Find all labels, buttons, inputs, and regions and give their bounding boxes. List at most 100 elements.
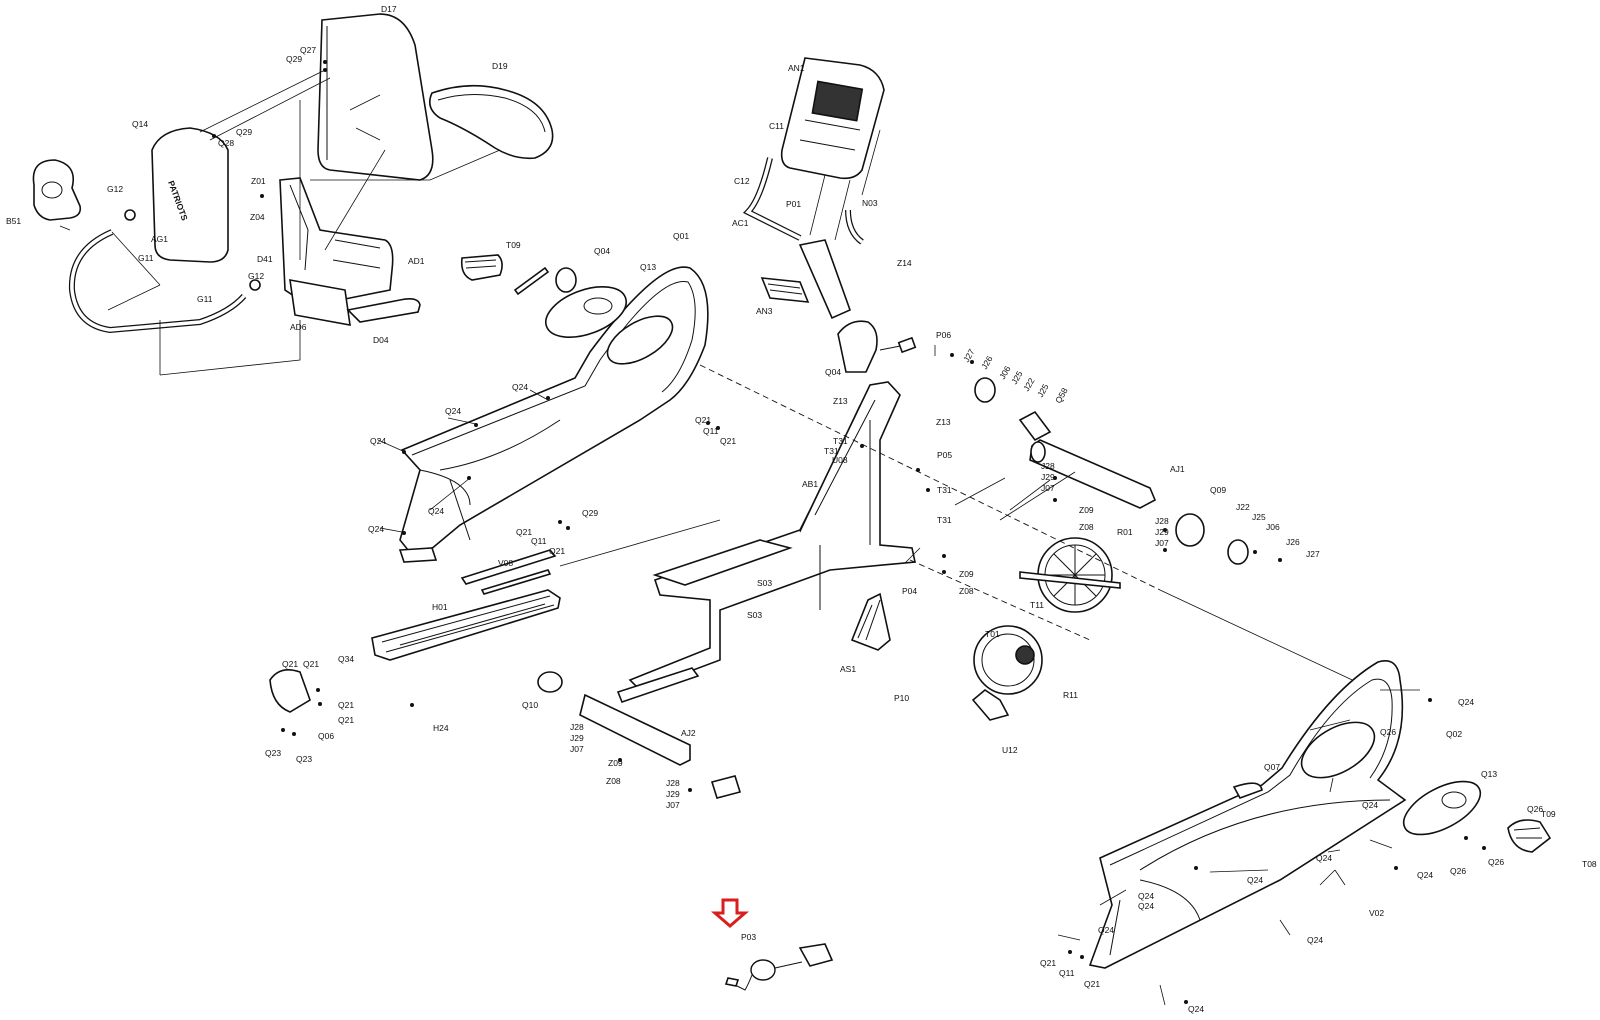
label-q04: Q04 xyxy=(825,367,841,377)
label-q24: Q24 xyxy=(1362,800,1378,810)
handle-grip-b51 xyxy=(32,159,82,221)
label-p01: P01 xyxy=(786,199,801,209)
label-q21: Q21 xyxy=(695,415,711,425)
label-aj1: AJ1 xyxy=(1170,464,1185,474)
label-d04: D04 xyxy=(373,335,389,345)
label-v02: V02 xyxy=(1369,908,1384,918)
label-ab1: AB1 xyxy=(802,479,818,489)
label-j06: J06 xyxy=(1266,522,1280,532)
label-z09: Z09 xyxy=(608,758,623,768)
label-q26: Q26 xyxy=(1527,804,1543,814)
label-q24: Q24 xyxy=(1138,901,1154,911)
part-labels: D17 D19 Q27 Q29 Q29 Q28 Q14 G12 G12 B51 … xyxy=(6,4,1597,1014)
label-g11: G11 xyxy=(138,253,154,263)
label-g12: G12 xyxy=(248,271,264,281)
label-aj2: AJ2 xyxy=(681,728,696,738)
label-q24: Q24 xyxy=(1417,870,1433,880)
label-z01: Z01 xyxy=(251,176,266,186)
label-s03: S03 xyxy=(757,578,772,588)
label-an1: AN1 xyxy=(788,63,805,73)
label-j28: J28 xyxy=(666,778,680,788)
label-q23: Q23 xyxy=(265,748,281,758)
label-q58: Q58 xyxy=(1053,386,1070,405)
label-n03: N03 xyxy=(862,198,878,208)
adapter-p03 xyxy=(710,898,834,991)
label-g12: G12 xyxy=(107,184,123,194)
label-q24: Q24 xyxy=(1138,891,1154,901)
label-h01: H01 xyxy=(432,602,448,612)
console-assembly xyxy=(742,57,885,320)
label-j29: J29 xyxy=(1041,472,1055,482)
label-z04: Z04 xyxy=(250,212,265,222)
label-as1: AS1 xyxy=(840,664,856,674)
label-g11: G11 xyxy=(197,294,213,304)
label-s03: S03 xyxy=(747,610,762,620)
label-z13: Z13 xyxy=(936,417,951,427)
label-j27: J27 xyxy=(1306,549,1320,559)
label-q24: Q24 xyxy=(512,382,528,392)
label-q11: Q11 xyxy=(703,426,719,436)
label-d19: D19 xyxy=(492,61,508,71)
label-z09: Z09 xyxy=(959,569,974,579)
rail-strip-v08 xyxy=(460,549,557,585)
label-q24: Q24 xyxy=(445,406,461,416)
label-ag1: AG1 xyxy=(151,234,168,244)
label-q24: Q24 xyxy=(1458,697,1474,707)
label-q26: Q26 xyxy=(1450,866,1466,876)
label-q24: Q24 xyxy=(1307,935,1323,945)
label-q24: Q24 xyxy=(1098,925,1114,935)
drive-pulley-t01 xyxy=(973,625,1043,695)
label-q13: Q13 xyxy=(640,262,656,272)
label-j28: J28 xyxy=(1155,516,1169,526)
label-j25: J25 xyxy=(1252,512,1266,522)
label-p06: P06 xyxy=(936,330,951,340)
label-q11: Q11 xyxy=(1059,968,1075,978)
label-t11: T11 xyxy=(1030,600,1044,610)
label-c12: C12 xyxy=(734,176,750,186)
seat-assembly: PATRIOTS xyxy=(32,13,554,376)
label-q21: Q21 xyxy=(1040,958,1056,968)
label-u12: U12 xyxy=(1002,745,1018,755)
label-q29: Q29 xyxy=(286,54,302,64)
label-j28: J28 xyxy=(570,722,584,732)
label-b51: B51 xyxy=(6,216,21,226)
label-t01: T01 xyxy=(985,629,1000,639)
bracket-q06 xyxy=(269,669,311,713)
label-q14: Q14 xyxy=(132,119,148,129)
label-j27: J27 xyxy=(961,347,977,364)
label-p05: P05 xyxy=(937,450,952,460)
label-t31: T31 xyxy=(937,515,952,525)
label-j26: J26 xyxy=(1286,537,1300,547)
highlight-arrow xyxy=(710,898,750,928)
label-t31: T31 xyxy=(937,485,952,495)
label-q29: Q29 xyxy=(582,508,598,518)
seat-cushion-d19 xyxy=(429,84,554,160)
label-q23: Q23 xyxy=(296,754,312,764)
backrest-pad-q14 xyxy=(151,127,229,263)
label-q24: Q24 xyxy=(370,436,386,446)
hardware-fasteners xyxy=(281,353,1486,1004)
label-c11: C11 xyxy=(769,121,784,131)
label-q26: Q26 xyxy=(1488,857,1504,867)
label-r11: R11 xyxy=(1063,690,1078,700)
label-q06: Q06 xyxy=(318,731,334,741)
label-z08: Z08 xyxy=(959,586,974,596)
label-p10: P10 xyxy=(894,693,909,703)
label-q26: Q26 xyxy=(1380,727,1396,737)
label-z13: Z13 xyxy=(833,396,848,406)
label-j25: J25 xyxy=(1009,369,1025,386)
label-q04: Q04 xyxy=(594,246,610,256)
label-t09: T09 xyxy=(1541,809,1556,819)
label-j22: J22 xyxy=(1236,502,1250,512)
label-h24: H24 xyxy=(433,723,449,733)
label-t31: T31 xyxy=(824,446,839,456)
label-d17: D17 xyxy=(381,4,397,14)
label-j22: J22 xyxy=(1021,376,1037,393)
holder-an3 xyxy=(760,277,810,303)
label-q13: Q13 xyxy=(1481,769,1497,779)
label-q02: Q02 xyxy=(1446,729,1462,739)
label-q09: Q09 xyxy=(1210,485,1226,495)
label-j07: J07 xyxy=(1041,483,1055,493)
label-p03: P03 xyxy=(741,932,756,942)
label-q24: Q24 xyxy=(368,524,384,534)
